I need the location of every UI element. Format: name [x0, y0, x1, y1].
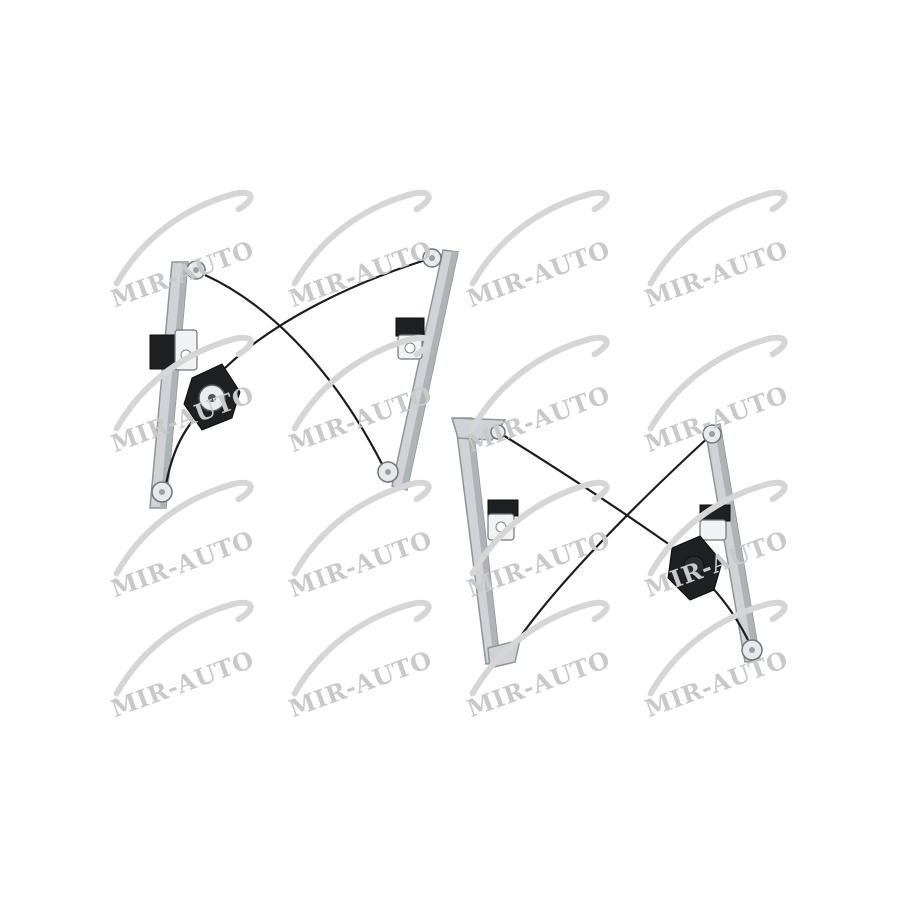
right-regulator-rail-a-edge — [466, 418, 500, 663]
right-regulator-cable-1 — [497, 431, 671, 546]
watermark-car-logo-icon — [113, 189, 254, 287]
watermark-text: MIR-AUTO — [107, 380, 258, 459]
watermark-mir-auto: MIR-AUTO — [285, 479, 436, 604]
watermark-text: MIR-AUTO — [641, 235, 792, 314]
watermark-car-logo-icon — [469, 334, 610, 432]
watermark-mir-auto: MIR-AUTO — [641, 189, 792, 314]
watermark-text: MIR-AUTO — [463, 235, 614, 314]
watermark-car-logo-icon — [647, 334, 788, 432]
left-regulator-cable-2 — [214, 256, 433, 379]
watermark-car-logo-icon — [113, 479, 254, 577]
watermark-car-logo-icon — [469, 189, 610, 287]
watermark-car-logo-icon — [291, 599, 432, 697]
watermark-car-logo-icon — [647, 189, 788, 287]
left-regulator-rail-b-edge — [401, 251, 458, 490]
watermark-car-logo-icon — [291, 189, 432, 287]
watermark-car-logo-icon — [647, 479, 788, 577]
left-regulator-cable-1 — [204, 273, 386, 471]
watermark-car-logo-icon — [113, 334, 254, 432]
motor-gear-icon-right — [683, 555, 705, 577]
right-regulator-rail-b-edge — [714, 424, 760, 661]
watermark-text: MIR-AUTO — [285, 645, 436, 724]
watermark-text: MIR-AUTO — [285, 525, 436, 604]
left-regulator-rail-a-edge — [160, 262, 188, 508]
watermark-mir-auto: MIR-AUTO — [285, 334, 436, 458]
watermark-mir-auto: MIR-AUTO — [107, 479, 258, 604]
watermark-car-logo-icon — [291, 334, 432, 432]
watermark-mir-auto: MIR-AUTO — [463, 599, 614, 723]
watermark-car-logo-icon — [647, 599, 788, 697]
left-window-regulator — [149, 248, 459, 509]
right-regulator-slider-a — [487, 499, 519, 541]
watermark-car-logo-icon — [469, 479, 610, 577]
watermark-mir-auto: MIR-AUTO — [285, 599, 436, 724]
right-regulator-motor-drum — [667, 535, 723, 601]
watermark-text: MIR-AUTO — [107, 525, 258, 604]
watermark-mir-auto: MIR-AUTO — [463, 189, 614, 314]
watermark-text: MIR-AUTO — [641, 645, 792, 724]
right-window-regulator — [450, 417, 763, 669]
watermark-car-logo-icon — [469, 599, 610, 697]
watermark-text: MIR-AUTO — [107, 645, 258, 724]
watermark-text: MIR-AUTO — [285, 235, 436, 314]
watermark-mir-auto: MIR-AUTO — [285, 189, 436, 314]
right-regulator-cable-2 — [517, 433, 713, 641]
left-regulator-motor-drum — [183, 363, 241, 431]
watermark-mir-auto: MIR-AUTO — [463, 334, 614, 458]
right-regulator-corner-pulley — [490, 424, 506, 440]
watermark-mir-auto: MIR-AUTO — [107, 599, 258, 724]
left-regulator-slider-b — [395, 317, 425, 360]
watermark-mir-auto: MIR-AUTO — [641, 599, 792, 724]
watermark-car-logo-icon — [113, 599, 254, 697]
watermark-car-logo-icon — [291, 479, 432, 577]
